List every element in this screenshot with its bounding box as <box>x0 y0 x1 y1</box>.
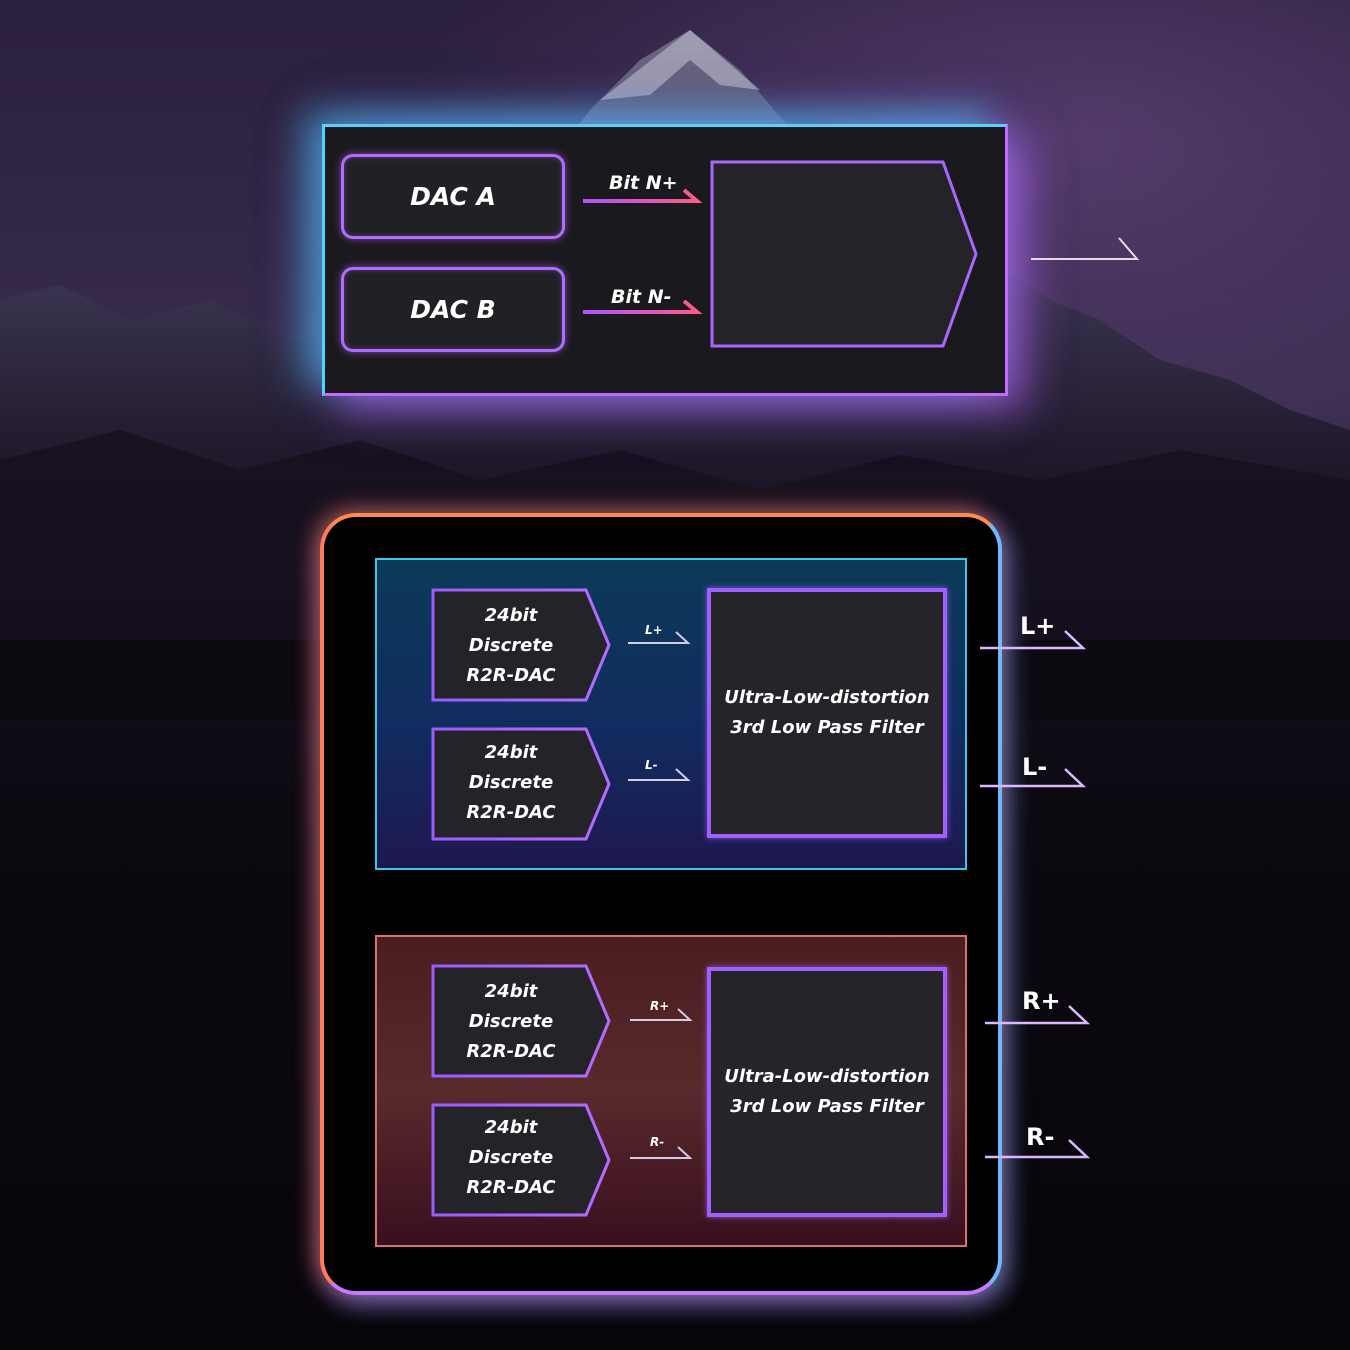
left-filter-line-1: Ultra-Low-distortion <box>724 687 930 708</box>
dac-a-label: DAC A <box>410 182 496 211</box>
left-plus-output-label: L+ <box>1020 612 1056 640</box>
left-plus-signal-label: L+ <box>645 623 663 637</box>
bit-n-plus-label: Bit N+ <box>609 172 678 194</box>
left-minus-output-label: L- <box>1022 753 1048 781</box>
dac-a-box: DAC A <box>341 154 565 239</box>
right-plus-signal-label: R+ <box>650 999 670 1013</box>
left-dac-top-text: 24bit Discrete R2R-DAC <box>433 601 589 691</box>
ch-x-title: CH X <box>803 213 861 237</box>
right-dac-top-line-2: Discrete <box>468 1011 554 1032</box>
dac-b-box: DAC B <box>341 267 565 352</box>
dac-b-label: DAC B <box>410 295 496 324</box>
left-dac-top-line-3: R2R-DAC <box>466 665 556 686</box>
right-filter-line-2: 3rd Low Pass Filter <box>730 1096 924 1117</box>
left-dac-top-line-2: Discrete <box>468 635 554 656</box>
left-dac-bottom-line-3: R2R-DAC <box>466 802 556 823</box>
right-filter-line-1: Ultra-Low-distortion <box>724 1066 930 1087</box>
left-filter-line-2: 3rd Low Pass Filter <box>730 717 924 738</box>
right-dac-top-line-3: R2R-DAC <box>466 1041 556 1062</box>
right-dac-bottom-text: 24bit Discrete R2R-DAC <box>433 1113 589 1203</box>
left-dac-bottom-line-1: 24bit <box>484 742 538 763</box>
left-low-pass-filter: Ultra-Low-distortion 3rd Low Pass Filter <box>707 588 947 838</box>
left-dac-top-line-1: 24bit <box>484 605 538 626</box>
bit-n-minus-label: Bit N- <box>611 286 672 308</box>
left-dac-bottom-line-2: Discrete <box>468 772 554 793</box>
left-dac-bottom-text: 24bit Discrete R2R-DAC <box>433 738 589 828</box>
right-plus-output-label: R+ <box>1022 987 1061 1015</box>
right-dac-bottom-line-1: 24bit <box>484 1117 538 1138</box>
left-minus-signal-label: L- <box>645 758 658 772</box>
right-minus-signal-label: R- <box>650 1135 665 1149</box>
right-low-pass-filter: Ultra-Low-distortion 3rd Low Pass Filter <box>707 967 947 1217</box>
ch-x-subtitle: Discrete R2R-DAC <box>727 254 937 278</box>
right-minus-output-label: R- <box>1026 1123 1055 1151</box>
right-dac-top-line-1: 24bit <box>484 981 538 1002</box>
right-dac-bottom-line-3: R2R-DAC <box>466 1177 556 1198</box>
right-dac-bottom-line-2: Discrete <box>468 1147 554 1168</box>
right-dac-top-text: 24bit Discrete R2R-DAC <box>433 977 589 1067</box>
